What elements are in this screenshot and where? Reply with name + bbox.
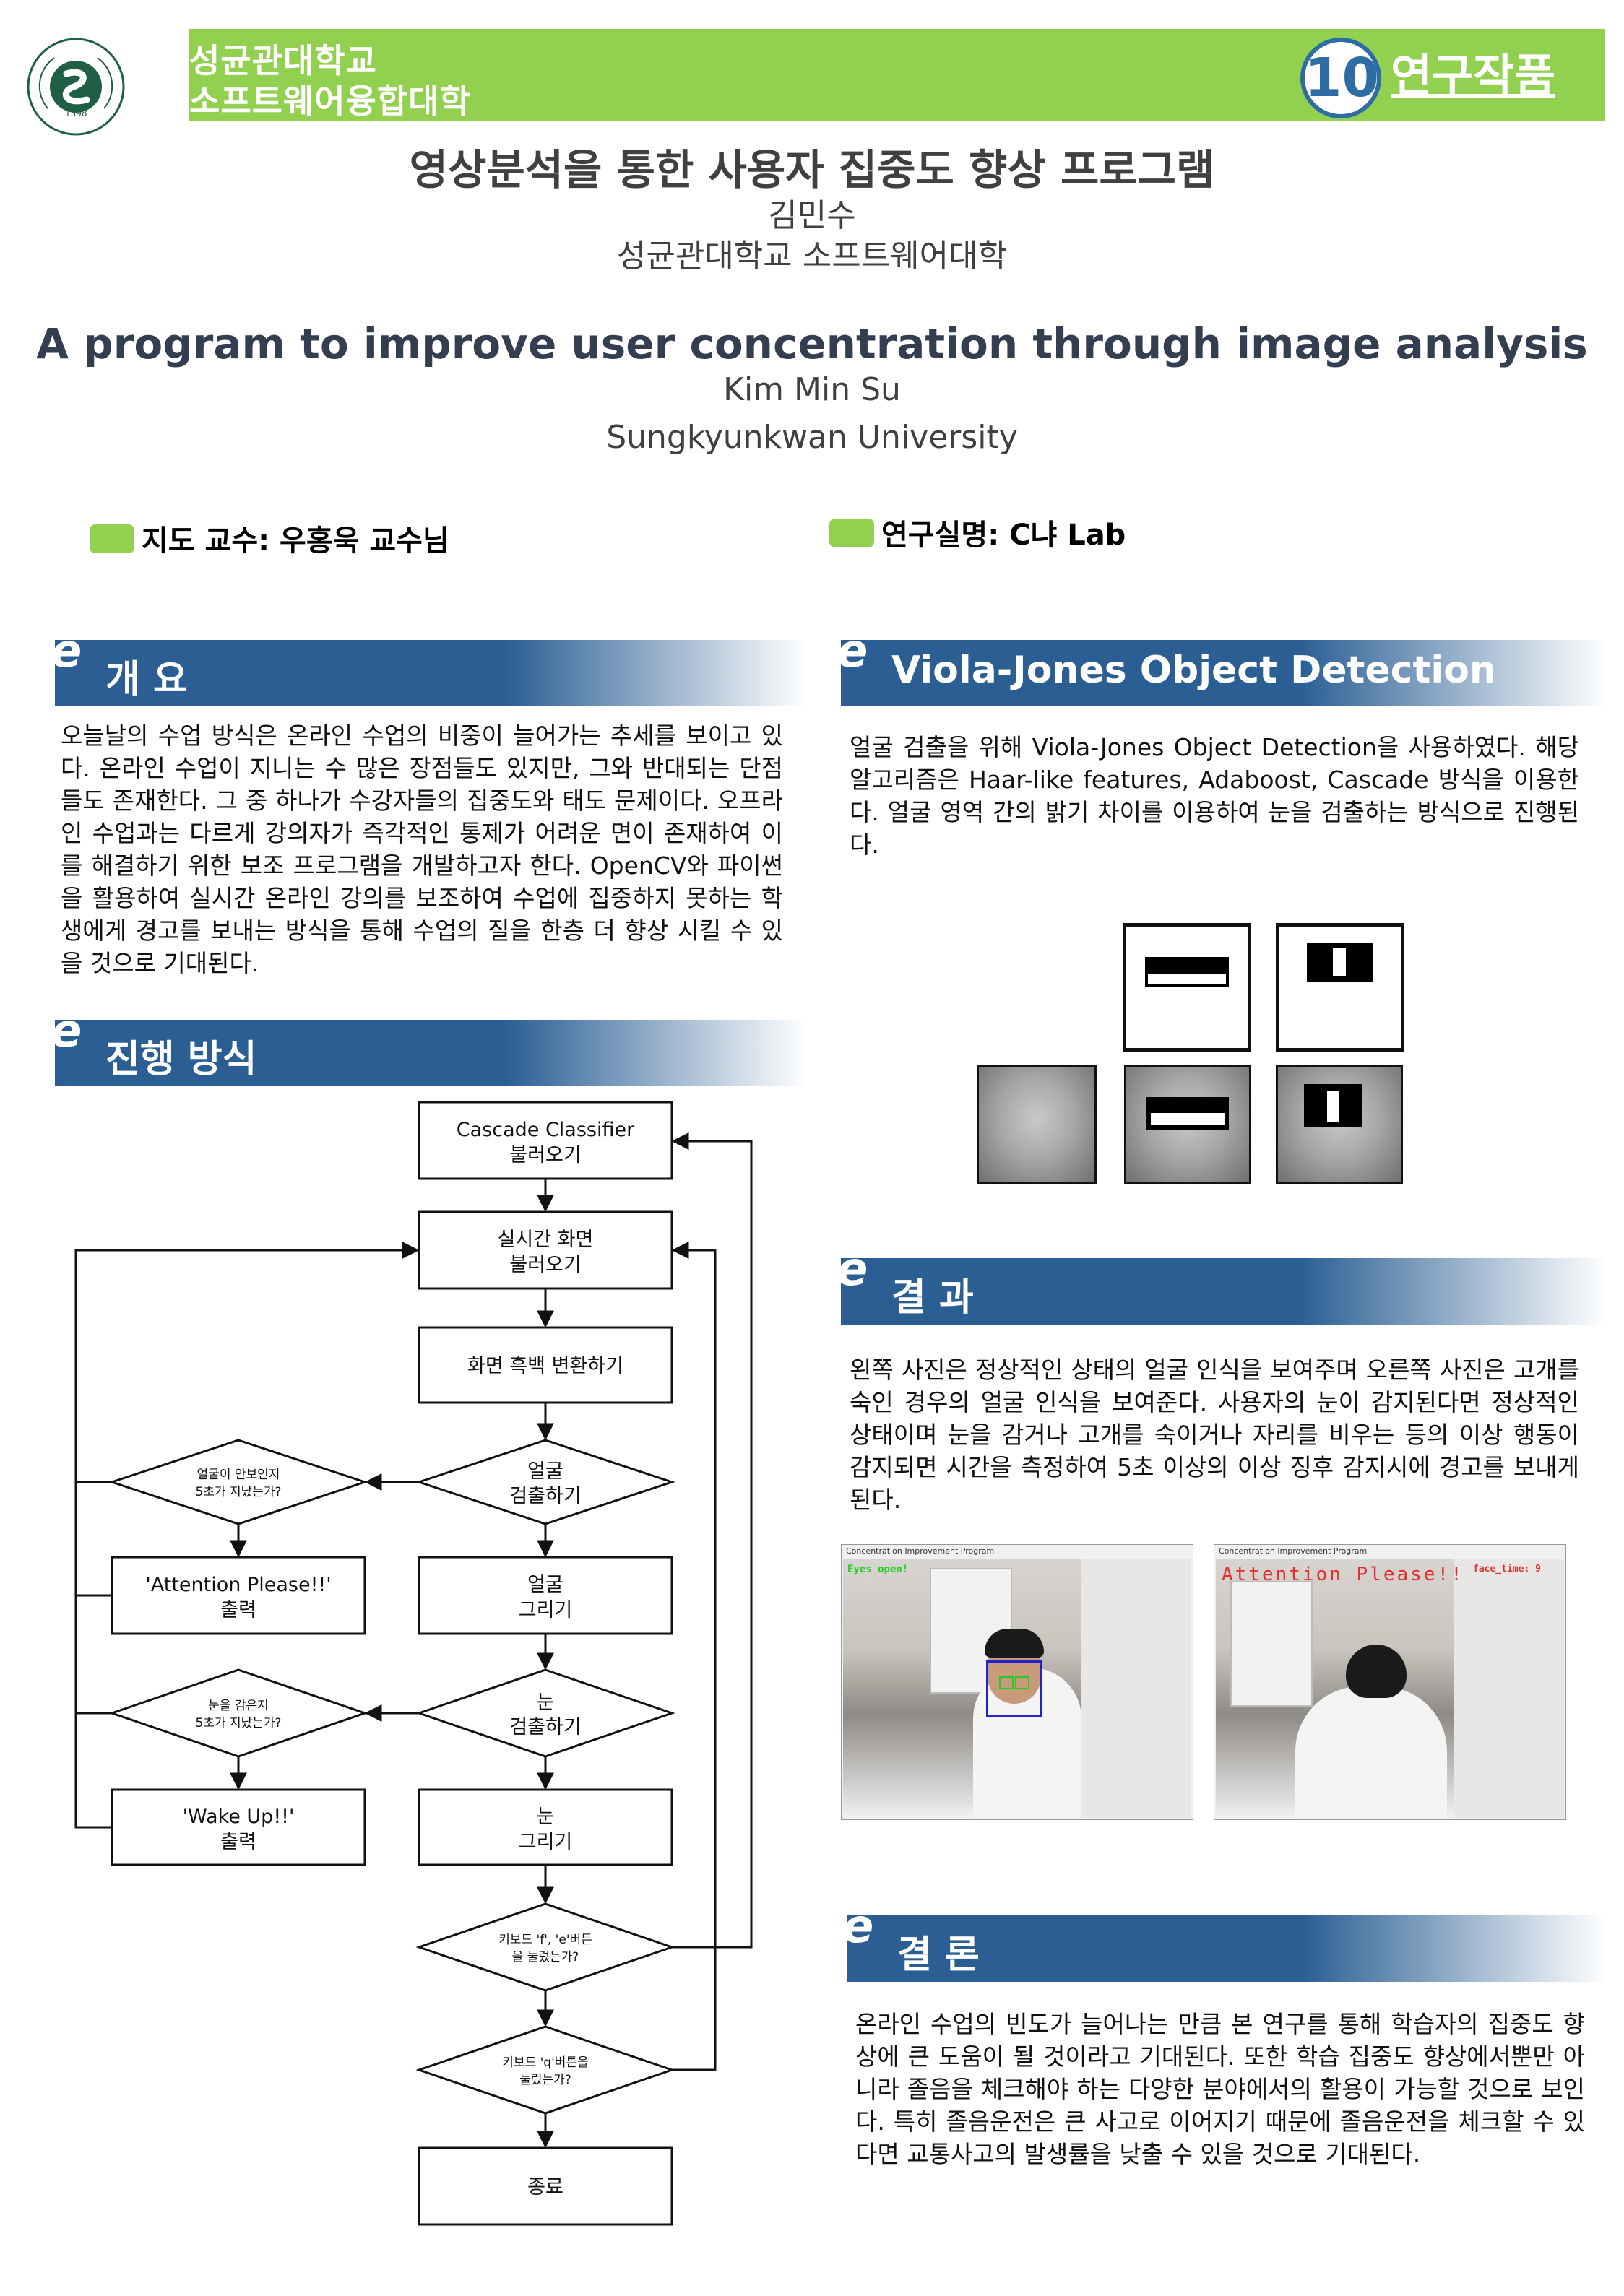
flow-diamond-key-fe xyxy=(415,1902,675,1992)
flow-text-load-screen-1: 실시간 화면 xyxy=(498,1229,594,1251)
section-title-conclusion: 결 론 xyxy=(897,1933,980,1977)
camera-frame: Attention Please!! face_time: 9 xyxy=(1216,1559,1564,1818)
flow-text-face-timeout-2: 5초가 지났는가? xyxy=(195,1485,281,1499)
flow-text-detect-eye-1: 눈 xyxy=(537,1691,555,1714)
author-english: Kim Min Su xyxy=(723,371,901,408)
section-e-icon: e xyxy=(51,1005,82,1058)
flow-text-load-classifier-1: Cascade Classifier xyxy=(457,1119,635,1141)
attention-alert-overlay: Attention Please!! xyxy=(1222,1564,1464,1585)
flow-text-attention-1: 'Attention Please!!' xyxy=(145,1574,331,1596)
college-name: 소프트웨어융합대학 xyxy=(189,82,471,121)
poster-category: 연구작품 xyxy=(1391,49,1556,102)
title-english: A program to improve user concentration … xyxy=(36,319,1588,368)
haar-feature-edge xyxy=(1123,923,1251,1052)
flow-box-draw-eye xyxy=(418,1788,673,1866)
section-title-result: 결 과 xyxy=(891,1276,974,1320)
advisor-tag-marker xyxy=(90,524,134,553)
face-timer-overlay: face_time: 9 xyxy=(1473,1564,1541,1574)
screenshot-alert: Concentration Improvement Program Attent… xyxy=(1214,1544,1566,1820)
flow-text-key-q-1: 키보드 'q'버튼을 xyxy=(502,2055,588,2070)
flow-text-detect-face-1: 얼굴 xyxy=(527,1460,563,1483)
advisor-label: 지도 교수: 우홍욱 교수님 xyxy=(142,524,449,558)
section-e-icon: e xyxy=(837,625,868,678)
lab-tag-marker xyxy=(829,519,874,547)
flow-text-detect-face-2: 검출하기 xyxy=(509,1485,581,1507)
section-title-viola-jones: Viola-Jones Object Detection xyxy=(891,649,1496,692)
logo-year: 1398 xyxy=(65,108,87,118)
flow-text-key-fe-1: 키보드 'f', 'e'버튼 xyxy=(498,1933,592,1947)
flow-text-wakeup-2: 출력 xyxy=(220,1831,256,1853)
flow-diamond-key-q xyxy=(415,2025,675,2115)
flow-text-face-timeout-1: 얼굴이 안보인지 xyxy=(197,1468,280,1482)
flow-text-key-q-2: 눌렀는가? xyxy=(519,2073,571,2087)
flow-box-end xyxy=(418,2146,673,2226)
flow-text-wakeup-1: 'Wake Up!!' xyxy=(183,1806,295,1828)
flow-text-eye-timeout-2: 5초가 지났는가? xyxy=(195,1716,281,1730)
result-body: 왼쪽 사진은 정상적인 상태의 얼굴 인식을 보여주며 오른쪽 사진은 고개를 … xyxy=(850,1356,1579,1514)
flow-diamond-face-timeout xyxy=(108,1439,368,1525)
overview-body: 오늘날의 수업 방식은 온라인 수업의 비중이 늘어가는 추세를 보이고 있다.… xyxy=(61,722,783,977)
affiliation-english: Sungkyunkwan University xyxy=(606,419,1018,456)
university-logo: 1398 xyxy=(22,36,130,137)
section-e-icon: e xyxy=(837,1243,868,1296)
window-title: Concentration Improvement Program xyxy=(1219,1546,1368,1556)
section-header-overview: e 개 요 xyxy=(51,628,806,706)
flow-text-attention-2: 출력 xyxy=(220,1599,256,1621)
process-flowchart: Cascade Classifier 불러오기 실시간 화면 불러오기 화면 흑… xyxy=(65,1083,787,2235)
poster-number-badge: 10 xyxy=(1300,38,1381,118)
face-sample-edge-feature xyxy=(1124,1065,1251,1184)
section-header-result: e 결 과 xyxy=(837,1247,1607,1325)
flow-text-eye-timeout-1: 눈을 감은지 xyxy=(208,1699,269,1713)
viola-jones-body: 얼굴 검출을 위해 Viola-Jones Object Detection을 … xyxy=(850,733,1579,859)
flow-text-draw-eye-1: 눈 xyxy=(537,1806,555,1828)
flow-text-draw-face-2: 그리기 xyxy=(519,1599,573,1621)
section-title-overview: 개 요 xyxy=(105,658,188,701)
section-title-method: 진행 방식 xyxy=(105,1038,257,1081)
eyes-open-overlay: Eyes open! xyxy=(847,1564,909,1575)
haar-feature-line xyxy=(1276,923,1404,1052)
section-header-viola-jones: e Viola-Jones Object Detection xyxy=(837,628,1607,706)
face-sample-plain xyxy=(977,1065,1097,1184)
flow-text-load-classifier-2: 불러오기 xyxy=(509,1144,581,1166)
flow-text-end: 종료 xyxy=(527,2176,563,2198)
section-header-conclusion: e 결 론 xyxy=(842,1904,1607,1982)
camera-frame: Eyes open! xyxy=(843,1559,1191,1818)
window-title: Concentration Improvement Program xyxy=(846,1546,995,1556)
author-korean: 김민수 xyxy=(768,197,856,234)
section-e-icon: e xyxy=(51,625,82,678)
face-sample-line-feature xyxy=(1276,1065,1403,1184)
flow-text-key-fe-2: 을 눌렀는가? xyxy=(512,1950,579,1964)
flow-text-grayscale: 화면 흑백 변환하기 xyxy=(467,1355,623,1377)
affiliation-korean: 성균관대학교 소프트웨어대학 xyxy=(616,238,1008,274)
conclusion-body: 온라인 수업의 빈도가 늘어나는 만큼 본 연구를 통해 학습자의 집중도 향상… xyxy=(855,2010,1585,2168)
flow-text-draw-face-1: 얼굴 xyxy=(527,1574,563,1596)
lab-label: 연구실명: C냐 Lab xyxy=(881,519,1126,552)
title-korean: 영상분석을 통한 사용자 집중도 향상 프로그램 xyxy=(409,145,1215,194)
section-header-method: e 진행 방식 xyxy=(51,1008,806,1086)
screenshot-normal: Concentration Improvement Program Eyes o… xyxy=(841,1544,1193,1820)
section-e-icon: e xyxy=(842,1900,874,1954)
flow-text-detect-eye-2: 검출하기 xyxy=(509,1716,581,1738)
flow-box-attention xyxy=(111,1556,366,1635)
flow-diamond-eye-timeout xyxy=(108,1668,368,1758)
university-name: 성균관대학교 xyxy=(189,41,377,80)
flow-box-wakeup xyxy=(111,1788,366,1866)
flow-text-load-screen-2: 불러오기 xyxy=(509,1254,581,1276)
flow-text-draw-eye-2: 그리기 xyxy=(519,1831,573,1853)
